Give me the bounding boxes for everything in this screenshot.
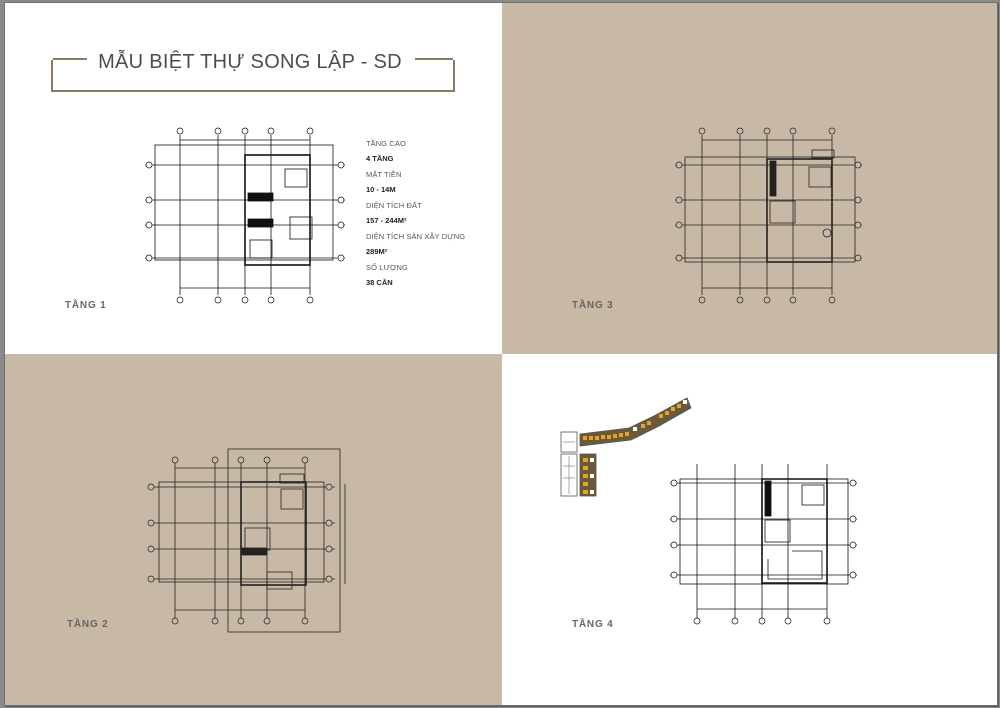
floor-plan-tang-1 xyxy=(145,125,355,310)
spec-value-frontage: 10 - 14M xyxy=(366,185,396,194)
specs-panel: TẦNG CAO 4 TẦNG MẶT TIỀN 10 - 14M DIỆN T… xyxy=(366,139,496,287)
floor-label-tang-1: TẦNG 1 xyxy=(65,300,107,311)
spec-label-floor-area: DIỆN TÍCH SÀN XÂY DỰNG xyxy=(366,232,466,241)
spec-label-land-area: DIỆN TÍCH ĐẤT xyxy=(366,201,422,210)
quadrant-tang-1: MẪU BIỆT THỰ SONG LẬP - SD xyxy=(5,3,502,354)
floor-plan-tang-4 xyxy=(662,459,862,634)
quadrant-tang-3: TẦNG 3 xyxy=(502,3,997,354)
spec-value-floor-area: 289M² xyxy=(366,247,388,256)
floor-plan-drawing xyxy=(147,448,346,633)
brochure-page: MẪU BIỆT THỰ SONG LẬP - SD xyxy=(4,2,998,706)
floor-plan-tang-2 xyxy=(145,444,360,644)
floor-plan-drawing xyxy=(670,464,857,625)
quadrant-tang-2: TẦNG 2 xyxy=(5,354,502,705)
spec-label-floors: TẦNG CAO xyxy=(366,139,406,148)
floor-label-tang-2: TẦNG 2 xyxy=(67,619,109,630)
floor-label-tang-4: TẦNG 4 xyxy=(572,619,614,630)
floor-plan-drawing xyxy=(145,127,345,304)
spec-value-floors: 4 TẦNG xyxy=(366,154,394,163)
floor-plan-drawing xyxy=(675,127,862,304)
key-plan-drawing xyxy=(560,397,692,497)
spec-label-frontage: MẶT TIỀN xyxy=(366,170,402,179)
floor-plan-tang-3 xyxy=(667,125,867,310)
page-title: MẪU BIỆT THỰ SONG LẬP - SD xyxy=(98,51,402,73)
spec-value-quantity: 38 CĂN xyxy=(366,278,393,287)
spec-value-land-area: 157 - 244M² xyxy=(366,216,407,225)
spec-label-quantity: SỐ LƯỢNG xyxy=(366,263,408,272)
title-frame xyxy=(51,58,455,92)
floor-label-tang-3: TẦNG 3 xyxy=(572,300,614,311)
quadrant-tang-4: TẦNG 4 xyxy=(502,354,997,705)
site-key-plan xyxy=(559,394,694,499)
